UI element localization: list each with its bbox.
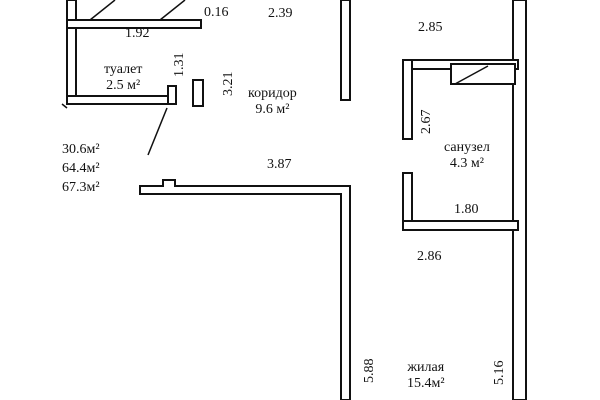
- vent-diagonal: [454, 65, 489, 85]
- wall-toilet-bottom: [66, 95, 172, 105]
- dim-3-21: 3.21: [221, 71, 236, 97]
- exterior-mark: [61, 103, 68, 109]
- dim-2-67: 2.67: [419, 109, 434, 135]
- total-area-3: 67.3м²: [62, 180, 100, 195]
- room-corridor-name: коридор: [248, 86, 297, 101]
- dim-2-86: 2.86: [417, 249, 442, 264]
- wall-bathroom-bottom: [402, 220, 519, 231]
- dim-1-92: 1.92: [125, 26, 150, 41]
- room-living-name: жилая: [407, 360, 445, 375]
- room-corridor: коридор 9.6 м²: [248, 86, 297, 118]
- wall-bathroom-vent: [450, 63, 516, 85]
- wall-lower-horizontal: [139, 179, 351, 400]
- total-area-2: 64.4м²: [62, 161, 100, 176]
- window-lines: [89, 0, 186, 21]
- room-bathroom-area: 4.3 м²: [449, 156, 484, 171]
- dim-3-87: 3.87: [267, 157, 292, 172]
- dim-2-39: 2.39: [268, 6, 293, 21]
- room-bathroom-name: санузел: [444, 140, 490, 155]
- total-areas: 30.6м² 64.4м² 67.3м²: [62, 140, 100, 197]
- room-living-area: 15.4м²: [407, 376, 445, 391]
- room-toilet: туалет 2.5 м²: [104, 62, 142, 94]
- wall-corridor-right: [340, 0, 351, 101]
- room-toilet-name: туалет: [104, 62, 143, 77]
- room-living: жилая 15.4м²: [407, 360, 445, 392]
- room-corridor-area: 9.6 м²: [255, 102, 290, 117]
- dim-5-88: 5.88: [362, 358, 377, 384]
- dim-0-16: 0.16: [204, 5, 229, 20]
- wall-top-left-horizontal: [66, 19, 202, 29]
- wall-bathroom-left-lower: [402, 172, 413, 228]
- room-toilet-area: 2.5 м²: [106, 78, 141, 93]
- dim-5-16: 5.16: [492, 360, 507, 386]
- wall-bathroom-left-upper: [402, 59, 413, 140]
- dim-1-31: 1.31: [172, 52, 187, 78]
- wall-toilet-right: [192, 79, 204, 107]
- wall-toilet-door-stub: [167, 85, 177, 105]
- wall-exterior-right: [512, 0, 527, 400]
- room-bathroom: санузел 4.3 м²: [444, 140, 490, 172]
- total-area-leader: [147, 107, 168, 156]
- dim-2-85: 2.85: [418, 20, 443, 35]
- total-area-1: 30.6м²: [62, 142, 100, 157]
- dim-1-80: 1.80: [454, 202, 479, 217]
- wall-top-left-vertical: [66, 0, 77, 105]
